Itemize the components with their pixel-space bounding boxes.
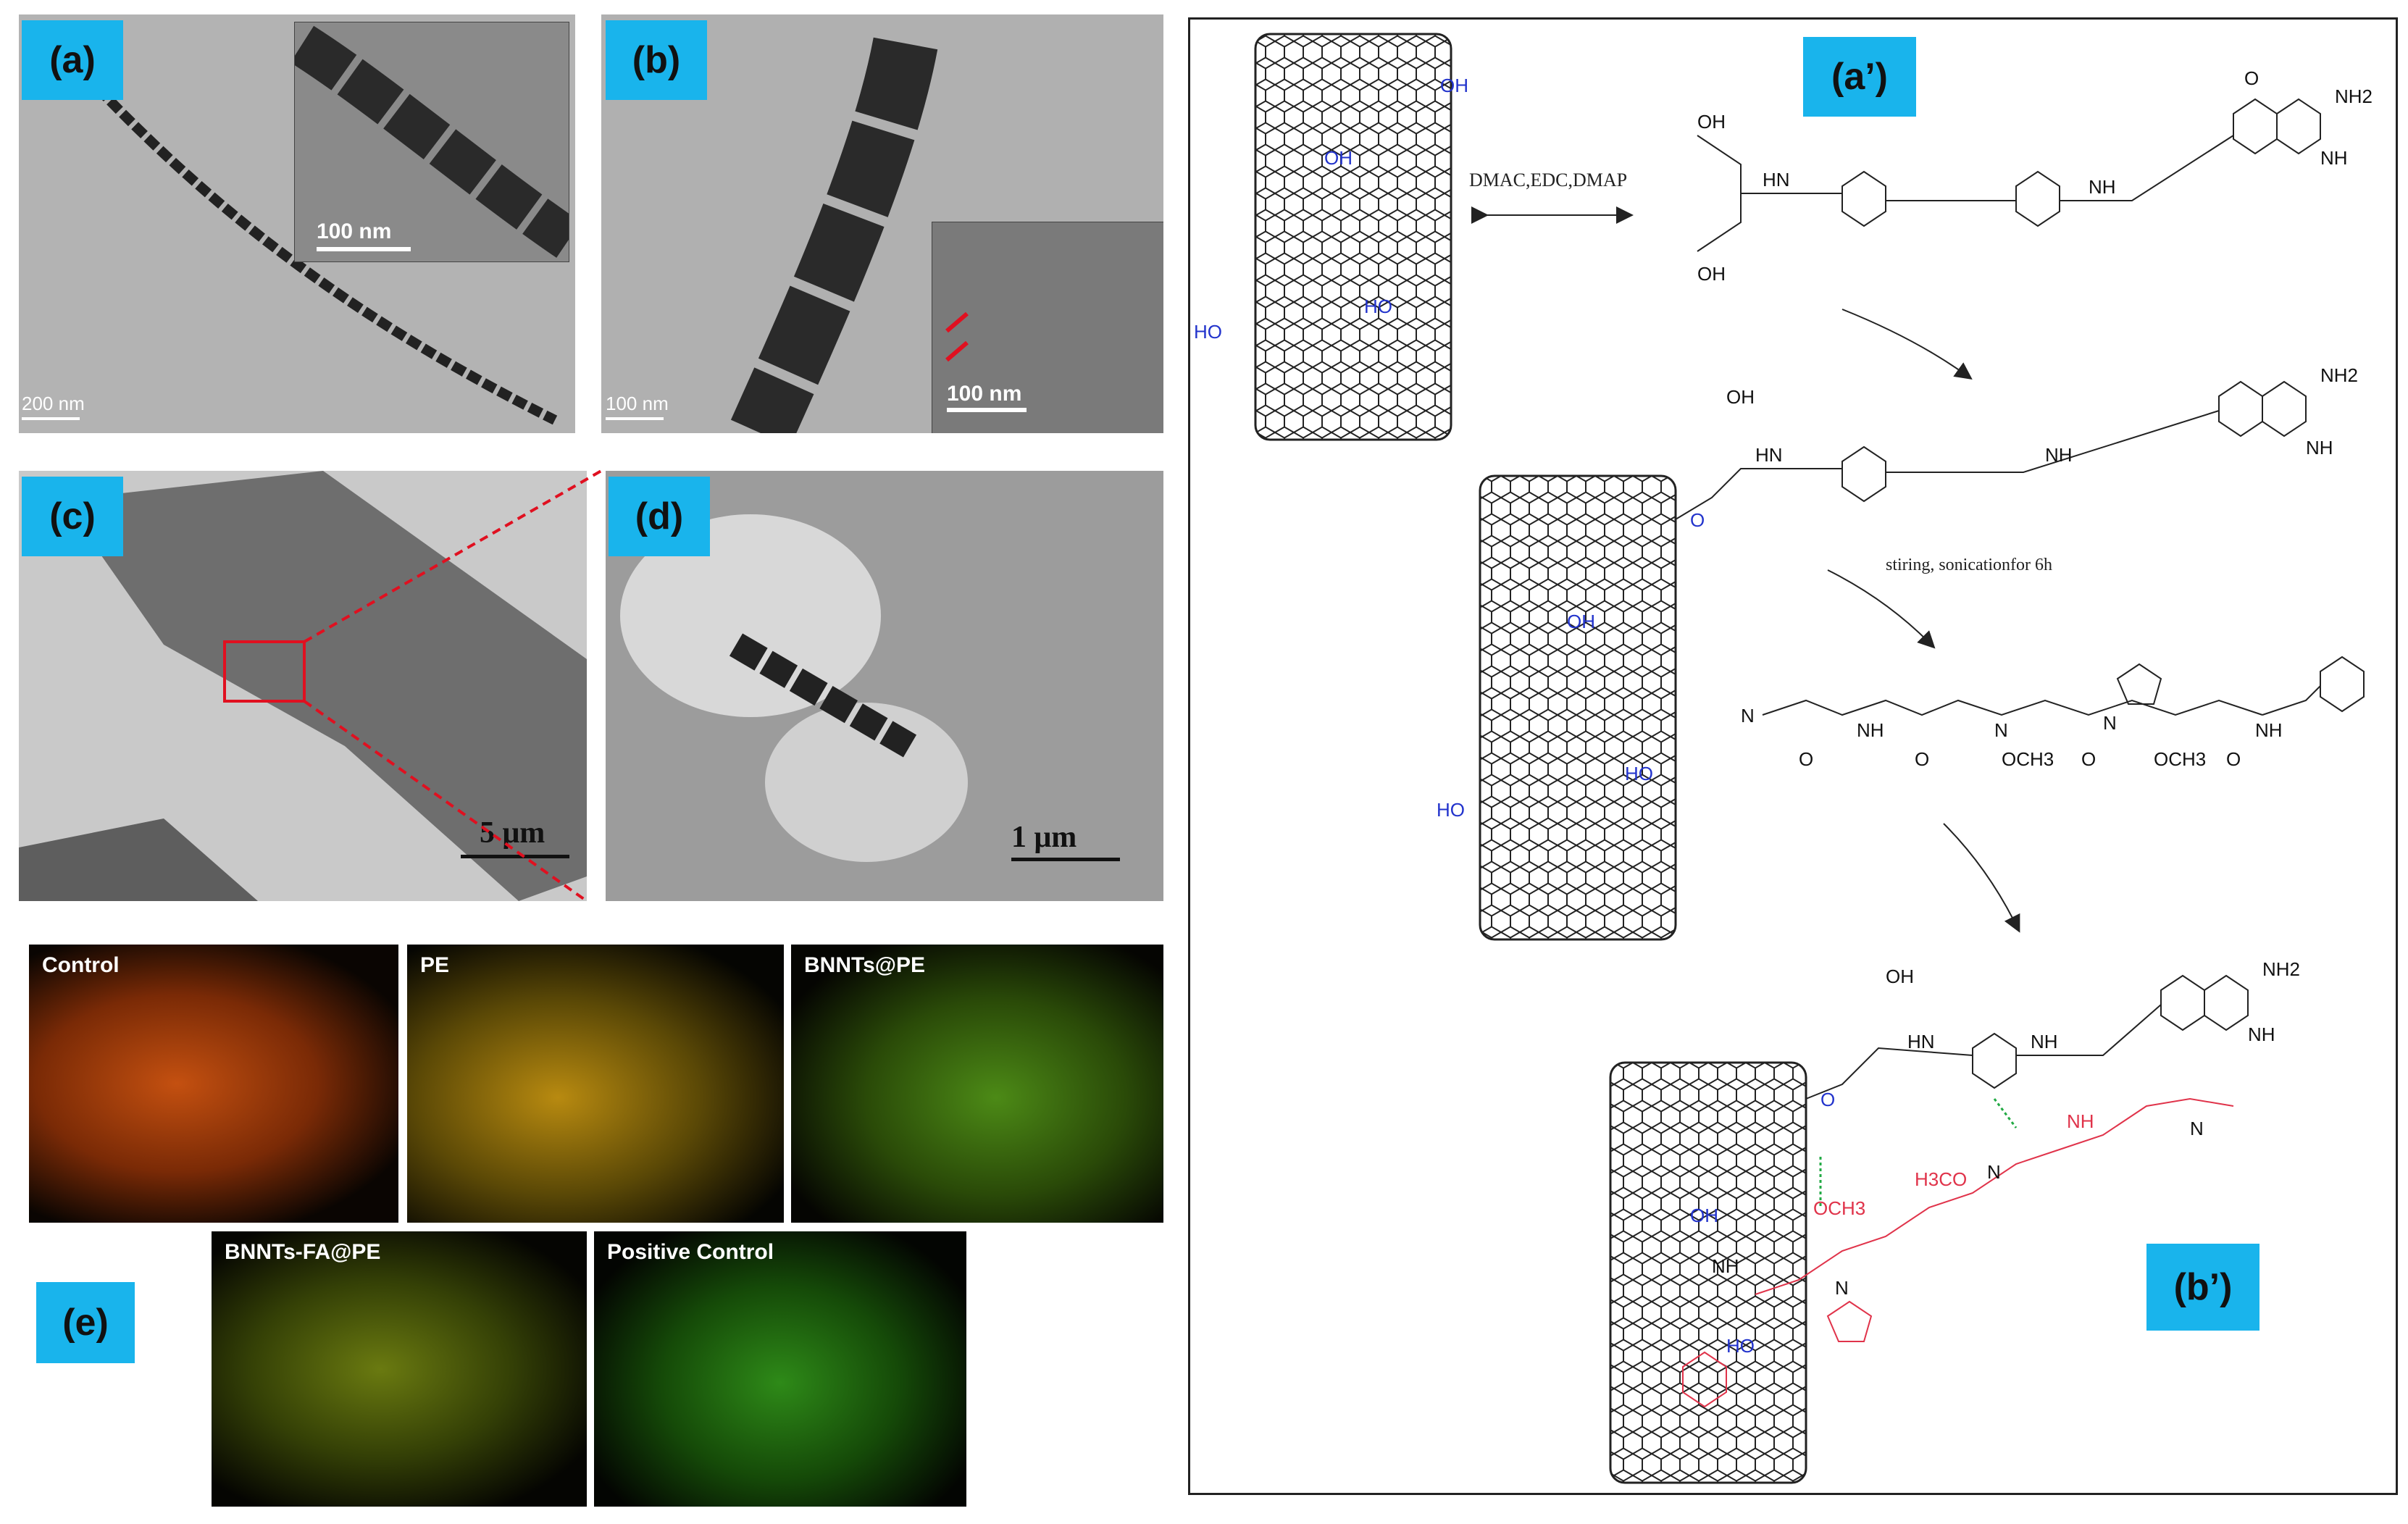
svg-text:NH2: NH2 xyxy=(2262,958,2300,980)
fluorescence-pe: PE xyxy=(407,945,784,1223)
hydroxyl-label: HO xyxy=(1364,296,1392,317)
folic-acid-molecule-1: OH OH HN NH NH2 NH O xyxy=(1697,67,2373,285)
svg-text:NH: NH xyxy=(1712,1255,1739,1277)
reaction-condition-step2: stiring, sonicationfor 6h xyxy=(1886,556,2052,574)
svg-text:N: N xyxy=(1835,1277,1849,1299)
hydroxyl-label: OH xyxy=(1440,75,1468,96)
badge-c: (c) xyxy=(22,477,123,556)
nanotube-1 xyxy=(1254,33,1452,441)
inset-red-arrows xyxy=(945,311,969,362)
single-nanotube-illustration xyxy=(730,37,938,433)
nanotube-2 xyxy=(1479,474,1677,941)
fluorescence-bnnts-pe: BNNTs@PE xyxy=(791,945,1163,1223)
badge-d: (d) xyxy=(609,477,710,556)
svg-text:NH: NH xyxy=(2320,147,2348,169)
svg-text:OH: OH xyxy=(1697,263,1726,285)
svg-text:HN: HN xyxy=(1755,444,1783,466)
svg-text:NH: NH xyxy=(2031,1031,2058,1052)
svg-text:NH2: NH2 xyxy=(2335,85,2373,107)
svg-text:O: O xyxy=(2081,748,2096,770)
fluorescence-label: BNNTs-FA@PE xyxy=(225,1240,381,1264)
svg-text:O: O xyxy=(2226,748,2241,770)
svg-text:OH: OH xyxy=(1726,386,1755,408)
fluorescence-label: Control xyxy=(42,953,120,977)
svg-text:N: N xyxy=(1994,719,2008,741)
svg-text:OCH3: OCH3 xyxy=(2002,748,2054,770)
svg-text:N: N xyxy=(1741,705,1755,727)
folic-acid-molecule-2: OH HN NH NH2 NH O xyxy=(1675,364,2358,531)
fluorescence-label: Positive Control xyxy=(607,1240,774,1264)
svg-text:NH: NH xyxy=(2045,444,2073,466)
panel-d-scale-bar xyxy=(1011,858,1120,861)
svg-text:OCH3: OCH3 xyxy=(2154,748,2206,770)
internalized-tube-illustration xyxy=(620,514,968,862)
hydroxyl-label: HO xyxy=(1625,763,1653,784)
cell-section-illustration xyxy=(19,471,587,901)
svg-text:NH2: NH2 xyxy=(2320,364,2358,386)
badge-a-prime: (a’) xyxy=(1803,37,1916,117)
panel-b-scale-bar xyxy=(606,417,664,420)
svg-text:N: N xyxy=(1987,1161,2001,1183)
hydroxyl-label: OH xyxy=(1690,1205,1718,1226)
hydroxyl-label: HO xyxy=(1437,799,1465,821)
panel-a-scale-label: 200 nm xyxy=(22,393,85,414)
nanotube-3 xyxy=(1609,1061,1807,1484)
svg-text:NH: NH xyxy=(2089,176,2116,198)
badge-b-prime: (b’) xyxy=(2146,1244,2259,1331)
svg-text:HN: HN xyxy=(1763,169,1790,190)
panel-b-tem-image: (b) 100 nm 100 nm xyxy=(601,14,1163,433)
final-conjugate-peptide: H3CO OCH3 N NH N N NH xyxy=(1682,1097,2234,1408)
inset-a-scale-label: 100 nm xyxy=(317,219,392,243)
inset-b-scale-bar xyxy=(947,408,1027,412)
panel-c-scale-label: 5 μm xyxy=(480,816,545,850)
badge-b: (b) xyxy=(606,20,707,100)
svg-text:NH: NH xyxy=(2248,1023,2275,1045)
hydroxyl-label: HO xyxy=(1194,321,1222,343)
inset-a-scale-bar xyxy=(317,247,411,251)
svg-text:O: O xyxy=(1690,509,1705,531)
svg-text:HN: HN xyxy=(1907,1031,1935,1052)
hydroxyl-label: OH xyxy=(1567,611,1595,632)
peptide-drug-molecule: N NH N OCH3 N OCH3 NH O O O O xyxy=(1741,656,2365,770)
svg-text:NH: NH xyxy=(2255,719,2283,741)
svg-text:OCH3: OCH3 xyxy=(1813,1197,1865,1219)
panel-a-scale-bar xyxy=(22,417,80,420)
panel-a-tem-image: (a) 100 nm 200 nm xyxy=(19,14,575,433)
fluorescence-bnnts-fa-pe: BNNTs-FA@PE xyxy=(212,1231,587,1507)
reaction-scheme-drawing: OH OH HO HO DMAC,EDC,DMAP OH OH HN NH NH… xyxy=(1194,33,2373,1484)
svg-text:H3CO: H3CO xyxy=(1915,1168,1967,1190)
inset-b-scale-label: 100 nm xyxy=(947,382,1022,406)
panel-b-scale-label: 100 nm xyxy=(606,393,669,414)
hydroxyl-label: HO xyxy=(1726,1335,1755,1357)
svg-text:NH: NH xyxy=(2306,437,2333,459)
svg-text:N: N xyxy=(2190,1118,2204,1139)
fluorescence-label: BNNTs@PE xyxy=(804,953,926,977)
panel-a-inset: 100 nm xyxy=(290,22,575,262)
fluorescence-label: PE xyxy=(420,953,450,977)
svg-text:O: O xyxy=(2244,67,2259,89)
svg-text:O: O xyxy=(1915,748,1929,770)
svg-text:N: N xyxy=(2103,712,2117,734)
badge-a: (a) xyxy=(22,20,123,100)
panel-d-scale-label: 1 μm xyxy=(1011,821,1077,854)
panel-b-inset: 100 nm xyxy=(932,222,1163,433)
svg-text:OH: OH xyxy=(1697,111,1726,133)
svg-text:NH: NH xyxy=(2067,1110,2094,1132)
panel-c-scale-bar xyxy=(461,855,569,858)
fluorescence-control: Control xyxy=(29,945,398,1223)
svg-text:O: O xyxy=(1799,748,1813,770)
fluorescence-positive-control: Positive Control xyxy=(594,1231,966,1507)
inset-tube-illustration xyxy=(290,25,575,258)
reaction-condition-step1: DMAC,EDC,DMAP xyxy=(1469,169,1627,190)
final-conjugate-folic-acid: OH HN NH NH2 NH O xyxy=(1805,958,2300,1110)
synthesis-schematic: OH OH HO HO DMAC,EDC,DMAP OH OH HN NH NH… xyxy=(1188,17,2398,1495)
panel-c-tem-image: (c) 5 μm xyxy=(19,471,587,901)
hydroxyl-label: OH xyxy=(1324,147,1353,169)
svg-text:OH: OH xyxy=(1886,966,1914,987)
svg-text:O: O xyxy=(1820,1089,1835,1110)
badge-e: (e) xyxy=(36,1282,135,1363)
svg-text:NH: NH xyxy=(1857,719,1884,741)
panel-d-tem-image: (d) 1 μm xyxy=(606,471,1163,901)
